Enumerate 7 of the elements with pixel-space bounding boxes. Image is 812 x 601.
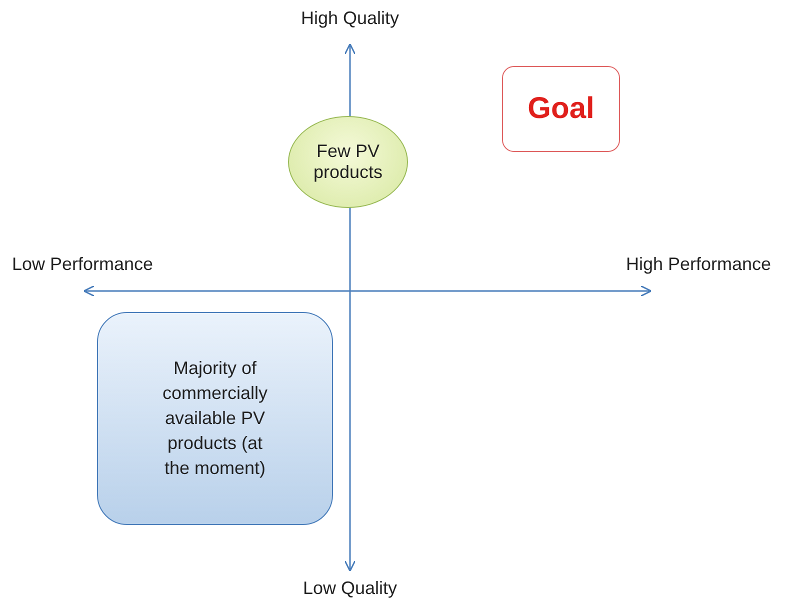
axis-label: High Quality [300,8,400,29]
ellipse-node: Few PV products [288,116,408,208]
axis-label: Low Quality [302,578,398,599]
goal-box: Goal [502,66,620,152]
axis-label: Low Performance [12,254,154,275]
rounded-box: Majority of commercially available PV products (at the moment) [97,312,333,525]
axis-label: High Performance [626,254,772,275]
